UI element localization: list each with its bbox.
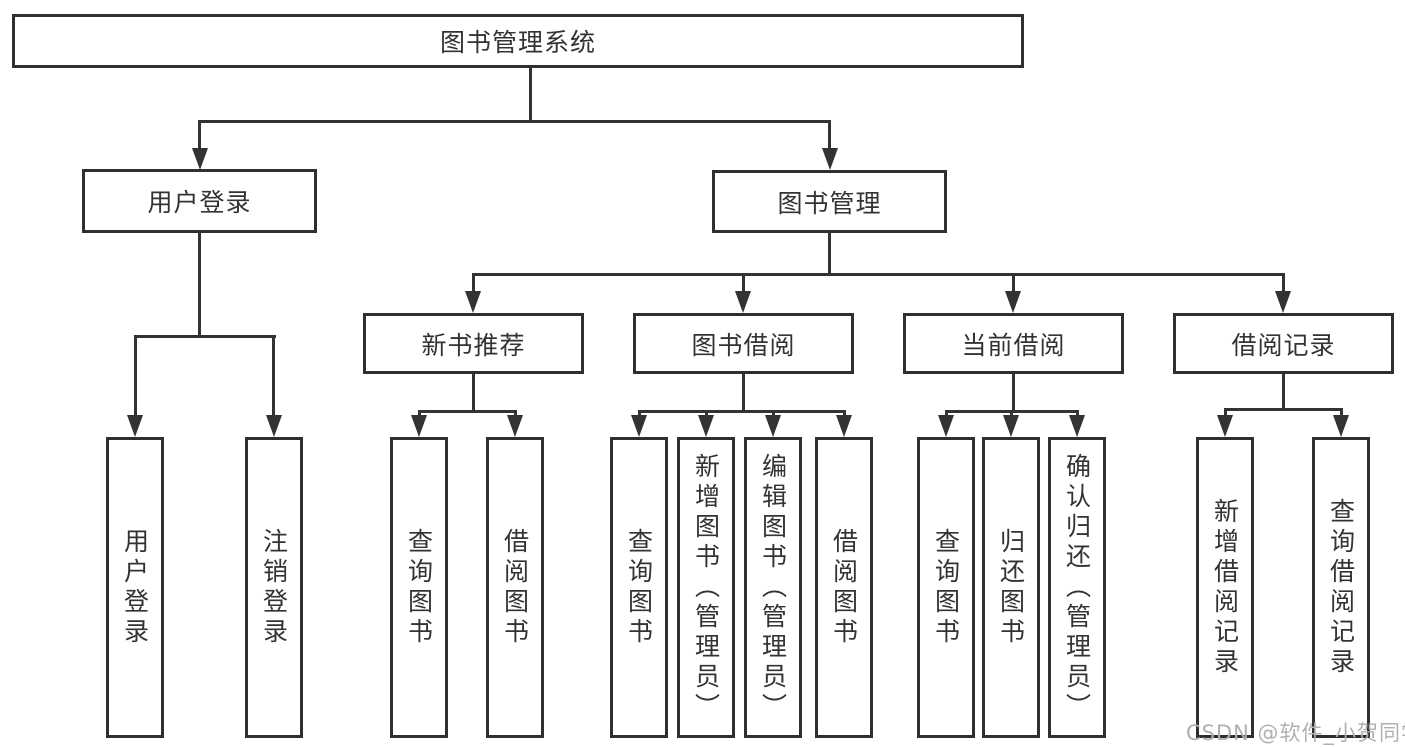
node-new-book-recommendation: 新书推荐 bbox=[363, 313, 584, 374]
connector-line bbox=[1012, 374, 1015, 413]
connector-line bbox=[1282, 374, 1285, 411]
node-user-login: 用户登录 bbox=[82, 169, 317, 233]
leaf-user-login: 用户登录 bbox=[106, 437, 164, 738]
connector-line bbox=[945, 410, 948, 417]
connector-line bbox=[1012, 273, 1015, 293]
leaf-label: 借阅图书 bbox=[500, 527, 530, 648]
leaf-add-borrow-record: 新增借阅记录 bbox=[1196, 437, 1254, 738]
node-book-borrowing: 图书借阅 bbox=[633, 313, 854, 374]
connector-line bbox=[1224, 408, 1343, 411]
arrow-down-icon bbox=[192, 148, 208, 170]
connector-line bbox=[742, 273, 745, 293]
leaf-confirm-return-admin: 确认归还（管理员） bbox=[1048, 437, 1106, 738]
leaf-logout: 注销登录 bbox=[245, 437, 303, 738]
node-label: 图书管理 bbox=[777, 188, 882, 218]
connector-line bbox=[514, 410, 517, 417]
arrow-down-icon bbox=[1333, 415, 1349, 437]
node-label: 图书借阅 bbox=[691, 330, 796, 360]
connector-line bbox=[705, 410, 708, 417]
arrow-down-icon bbox=[1275, 291, 1291, 313]
connector-line bbox=[198, 233, 201, 338]
arrow-down-icon bbox=[1069, 415, 1085, 437]
node-label: 借阅记录 bbox=[1231, 330, 1336, 360]
watermark-csdn: CSDN @软件_小贺同学 bbox=[1186, 721, 1405, 745]
arrow-down-icon bbox=[938, 415, 954, 437]
node-label: 用户登录 bbox=[147, 188, 252, 217]
leaf-query-books-recommendation: 查询图书 bbox=[390, 437, 448, 738]
connector-line bbox=[418, 410, 421, 417]
connector-line bbox=[418, 410, 517, 413]
connector-line bbox=[472, 273, 1285, 276]
leaf-query-borrow-record: 查询借阅记录 bbox=[1312, 437, 1370, 738]
arrow-down-icon bbox=[507, 415, 523, 437]
arrow-down-icon bbox=[631, 415, 647, 437]
connector-line bbox=[638, 410, 641, 417]
connector-line bbox=[472, 374, 475, 413]
leaf-borrow-books: 借阅图书 bbox=[815, 437, 873, 738]
connector-line bbox=[272, 335, 275, 417]
connector-line bbox=[472, 273, 475, 293]
leaf-query-books-current: 查询图书 bbox=[917, 437, 975, 738]
connector-line bbox=[828, 120, 831, 150]
leaf-add-books-admin: 新增图书（管理员） bbox=[677, 437, 735, 738]
arrow-down-icon bbox=[465, 291, 481, 313]
arrow-down-icon bbox=[1005, 291, 1021, 313]
node-current-borrowing: 当前借阅 bbox=[903, 313, 1124, 374]
connector-line bbox=[198, 120, 201, 150]
connector-line bbox=[529, 68, 532, 123]
arrow-down-icon bbox=[836, 415, 852, 437]
arrow-down-icon bbox=[698, 415, 714, 437]
leaf-label: 用户登录 bbox=[120, 527, 150, 648]
arrow-down-icon bbox=[266, 415, 282, 437]
connector-line bbox=[134, 335, 276, 338]
arrow-down-icon bbox=[822, 148, 838, 170]
leaf-label: 注销登录 bbox=[259, 527, 289, 648]
leaf-label: 新增借阅记录 bbox=[1210, 497, 1240, 678]
arrow-down-icon bbox=[1217, 415, 1233, 437]
arrow-down-icon bbox=[1003, 415, 1019, 437]
leaf-label: 归还图书 bbox=[996, 527, 1026, 648]
leaf-query-books-borrowing: 查询图书 bbox=[610, 437, 668, 738]
connector-line bbox=[1224, 408, 1227, 417]
arrow-down-icon bbox=[765, 415, 781, 437]
connector-line bbox=[638, 410, 846, 413]
node-library-management-system: 图书管理系统 bbox=[12, 14, 1024, 68]
leaf-label: 借阅图书 bbox=[829, 527, 859, 648]
connector-line bbox=[198, 120, 831, 123]
node-label: 当前借阅 bbox=[961, 330, 1066, 360]
connector-line bbox=[843, 410, 846, 417]
leaf-label: 查询图书 bbox=[624, 527, 654, 648]
node-book-management: 图书管理 bbox=[712, 170, 947, 233]
connector-line bbox=[1076, 410, 1079, 417]
leaf-borrow-books-recommendation: 借阅图书 bbox=[486, 437, 544, 738]
connector-line bbox=[1010, 410, 1013, 417]
connector-line bbox=[772, 410, 775, 417]
leaf-label: 查询图书 bbox=[931, 527, 961, 648]
leaf-label: 新增图书（管理员） bbox=[691, 452, 721, 723]
leaf-label: 查询借阅记录 bbox=[1326, 497, 1356, 678]
leaf-label: 确认归还（管理员） bbox=[1062, 452, 1092, 723]
leaf-label: 编辑图书（管理员） bbox=[758, 452, 788, 723]
connector-line bbox=[1340, 408, 1343, 417]
leaf-return-books: 归还图书 bbox=[982, 437, 1040, 738]
connector-line bbox=[134, 335, 137, 417]
node-borrowing-records: 借阅记录 bbox=[1173, 313, 1394, 374]
leaf-label: 查询图书 bbox=[404, 527, 434, 648]
node-label: 新书推荐 bbox=[421, 330, 526, 360]
connector-line bbox=[1282, 273, 1285, 293]
node-label: 图书管理系统 bbox=[439, 28, 596, 57]
connector-line bbox=[828, 233, 831, 276]
leaf-edit-books-admin: 编辑图书（管理员） bbox=[744, 437, 802, 738]
connector-line bbox=[742, 374, 745, 413]
arrow-down-icon bbox=[735, 291, 751, 313]
arrow-down-icon bbox=[127, 415, 143, 437]
arrow-down-icon bbox=[411, 415, 427, 437]
